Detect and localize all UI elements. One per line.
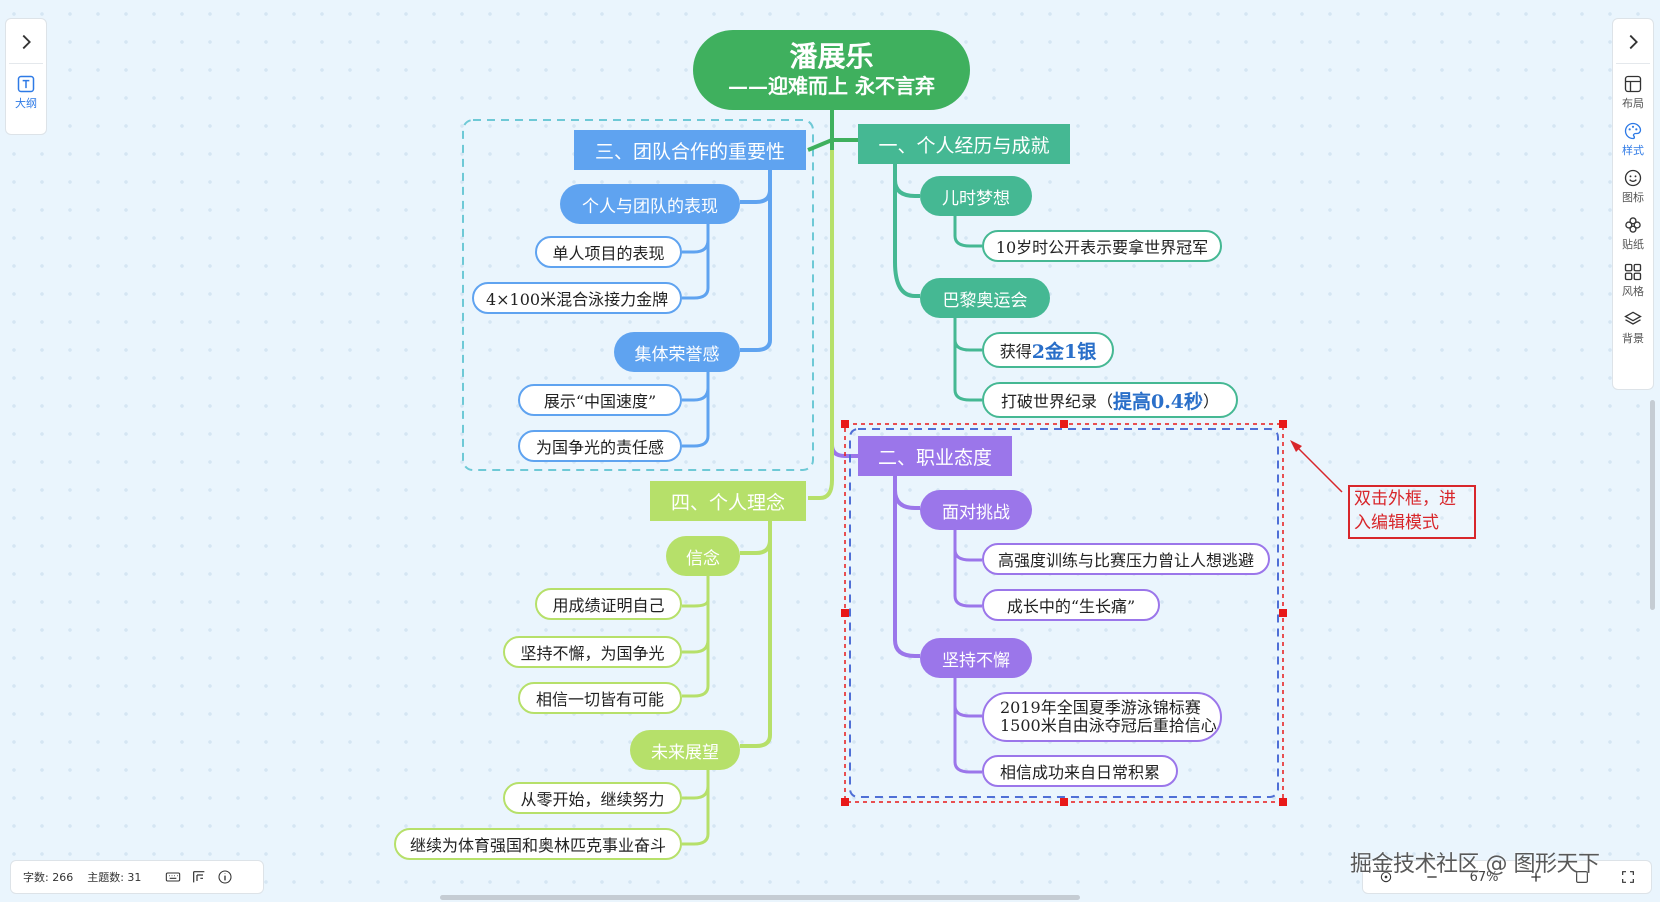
layout-label: 布局: [1622, 97, 1644, 110]
branch4-leaf-persevere[interactable]: 坚持不懈，为国争光: [503, 636, 682, 668]
selection-handle-bl[interactable]: [841, 798, 849, 806]
selection-handle-mr[interactable]: [1279, 609, 1287, 617]
zoom-in-icon[interactable]: [1528, 869, 1544, 885]
branch3-subtopic-performance[interactable]: 个人与团队的表现: [560, 184, 740, 224]
medals-prefix: 获得: [999, 342, 1032, 361]
panel-divider: [1616, 63, 1650, 64]
selection-handle-tr[interactable]: [1279, 420, 1287, 428]
root-title: 潘展乐: [789, 40, 874, 73]
left-panel: 大纲: [5, 18, 47, 135]
sticker-tool[interactable]: 贴纸: [1622, 215, 1644, 252]
branch3-leaf-individual[interactable]: 单人项目的表现: [535, 236, 682, 268]
background-tool[interactable]: 背景: [1622, 309, 1644, 346]
branch2-topic[interactable]: 二、职业态度: [858, 436, 1012, 476]
championship-line2: 1500米自由泳夺冠后重拾信心: [1000, 716, 1217, 735]
watermark: 掘金技术社区 @ 图形天下: [1350, 852, 1600, 877]
branch4-leaf-restart[interactable]: 从零开始，继续努力: [503, 782, 682, 814]
horizontal-scrollbar[interactable]: [440, 895, 1080, 900]
summary-frame: [462, 119, 814, 471]
medals-bold: 2金1银: [1031, 340, 1097, 363]
status-bar: 字数: 266 主题数: 31: [10, 860, 264, 894]
selection-handle-bm[interactable]: [1060, 798, 1068, 806]
sticker-label: 贴纸: [1622, 238, 1644, 251]
topic-count: 主题数: 31: [87, 871, 142, 884]
branch1-leaf-dream[interactable]: 10岁时公开表示要拿世界冠军: [982, 230, 1222, 262]
branch2-leaf-daily[interactable]: 相信成功来自日常积累: [982, 755, 1178, 787]
palette-icon: [1624, 122, 1642, 140]
locate-icon[interactable]: [1378, 869, 1394, 885]
icon-tool[interactable]: 图标: [1622, 168, 1644, 205]
championship-line1: 2019年全国夏季游泳锦标赛: [1000, 698, 1201, 717]
smiley-icon: [1624, 169, 1642, 187]
branch2-subtopic-challenge[interactable]: 面对挑战: [920, 490, 1032, 530]
branch4-leaf-possible[interactable]: 相信一切皆有可能: [518, 682, 682, 714]
branch4-topic[interactable]: 四、个人理念: [650, 481, 806, 521]
branch4-leaf-prove[interactable]: 用成绩证明自己: [535, 588, 682, 620]
grid-icon: [1624, 263, 1642, 281]
branch3-topic[interactable]: 三、团队合作的重要性: [574, 130, 806, 170]
info-icon[interactable]: [217, 869, 233, 885]
branch4-leaf-olympic[interactable]: 继续为体育强国和奥林匹克事业奋斗: [394, 828, 682, 860]
layout-tool[interactable]: 布局: [1622, 74, 1644, 111]
record-bold: 提高0.4秒: [1112, 390, 1204, 413]
layers-icon: [1624, 311, 1642, 325]
chevron-right-icon[interactable]: [15, 31, 37, 53]
style-tool[interactable]: 样式: [1622, 121, 1644, 158]
word-count: 字数: 266: [23, 871, 74, 884]
outline-button[interactable]: 大纲: [15, 74, 37, 111]
annotation-note: 双击外框，进入编辑模式: [1348, 485, 1476, 539]
zoom-level: 67%: [1469, 869, 1499, 885]
branch1-subtopic-paris[interactable]: 巴黎奥运会: [920, 278, 1050, 318]
layout-icon: [1624, 75, 1642, 93]
zoom-bar: 67%: [1362, 860, 1652, 894]
fullscreen-icon[interactable]: [1620, 869, 1636, 885]
background-label: 背景: [1622, 332, 1644, 345]
outline-label: 大纲: [15, 97, 37, 110]
record-suffix: ）: [1203, 392, 1220, 411]
zoom-out-icon[interactable]: [1424, 869, 1440, 885]
vertical-scrollbar[interactable]: [1650, 400, 1655, 610]
selection-handle-tm[interactable]: [1060, 420, 1068, 428]
icon-label: 图标: [1622, 191, 1644, 204]
branch2-leaf-growing-pain[interactable]: 成长中的“生长痛”: [982, 589, 1160, 621]
keyboard-icon[interactable]: [165, 869, 181, 885]
summary-frame-selected: [849, 428, 1279, 798]
chevron-right-icon[interactable]: [1622, 31, 1644, 53]
branch4-subtopic-belief[interactable]: 信念: [666, 536, 740, 576]
theme-label: 风格: [1622, 285, 1644, 298]
style-label: 样式: [1622, 144, 1644, 157]
branch3-leaf-speed[interactable]: 展示“中国速度”: [518, 384, 682, 416]
theme-tool[interactable]: 风格: [1622, 262, 1644, 299]
branch3-leaf-relay[interactable]: 4×100米混合泳接力金牌: [472, 282, 682, 314]
outline-icon: [17, 75, 35, 93]
branch1-leaf-record[interactable]: 打破世界纪录（提高0.4秒）: [982, 382, 1238, 418]
branch4-subtopic-future[interactable]: 未来展望: [630, 730, 740, 770]
selection-handle-tl[interactable]: [841, 420, 849, 428]
branch2-subtopic-persist[interactable]: 坚持不懈: [920, 638, 1032, 678]
flower-icon: [1625, 217, 1641, 233]
root-topic[interactable]: 潘展乐 ——迎难而上 永不言弃: [693, 30, 970, 110]
record-prefix: 打破世界纪录（: [1000, 392, 1113, 411]
right-panel: 布局 样式 图标 贴纸 风格 背景: [1612, 18, 1654, 390]
branch2-leaf-pressure[interactable]: 高强度训练与比赛压力曾让人想逃避: [982, 543, 1270, 575]
fit-icon[interactable]: [1574, 869, 1590, 885]
root-subtitle: ——迎难而上 永不言弃: [728, 74, 935, 98]
selection-handle-ml[interactable]: [841, 609, 849, 617]
branch3-subtopic-honor[interactable]: 集体荣誉感: [614, 332, 740, 372]
branch3-leaf-responsibility[interactable]: 为国争光的责任感: [518, 430, 682, 462]
structure-icon[interactable]: [191, 869, 207, 885]
branch1-topic[interactable]: 一、个人经历与成就: [858, 124, 1070, 164]
panel-divider: [9, 63, 43, 64]
branch2-leaf-championship[interactable]: 2019年全国夏季游泳锦标赛 1500米自由泳夺冠后重拾信心: [982, 692, 1222, 742]
branch1-subtopic-dream[interactable]: 儿时梦想: [920, 176, 1032, 216]
selection-handle-br[interactable]: [1279, 798, 1287, 806]
